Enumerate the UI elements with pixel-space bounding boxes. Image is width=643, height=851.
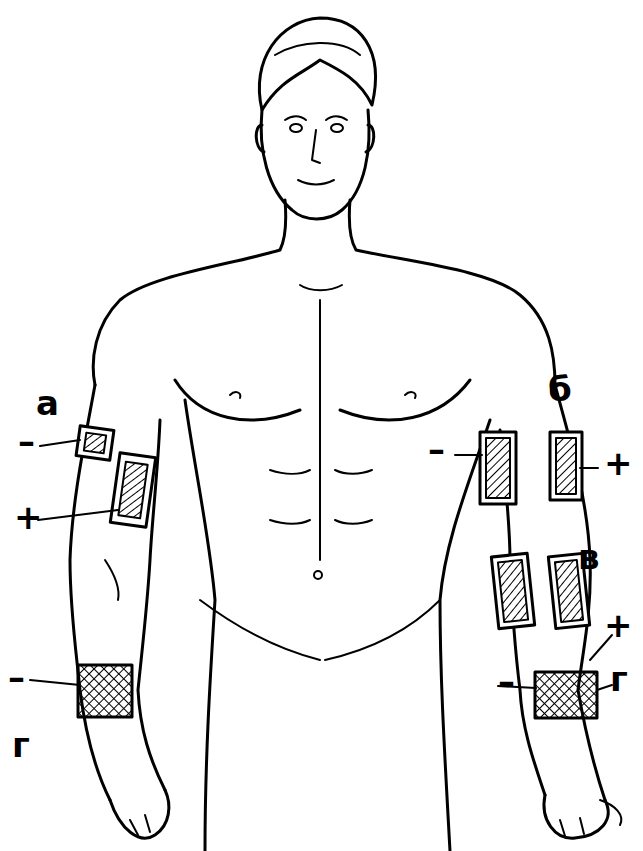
wrist-band	[535, 672, 597, 718]
electrode-pad	[550, 432, 582, 500]
electrode-pad	[480, 432, 516, 504]
polarity-label: в	[578, 540, 600, 574]
left-arm	[70, 385, 169, 838]
polarity-label: а	[36, 386, 59, 420]
electrode-pad	[76, 426, 114, 460]
wrist-band	[78, 665, 132, 717]
electrode-pad	[84, 433, 106, 454]
torso	[93, 200, 555, 851]
electrode-pad	[498, 560, 528, 622]
electrode-pad	[118, 462, 147, 519]
polarity-label: –	[8, 660, 25, 694]
head	[256, 18, 375, 219]
polarity-label: г	[12, 728, 30, 762]
polarity-label: г	[610, 662, 628, 696]
polarity-label: б	[548, 372, 572, 406]
polarity-label: +	[14, 500, 43, 534]
electrode-pad	[110, 453, 155, 527]
leader-lines	[30, 440, 612, 690]
electrode-pad	[491, 553, 534, 628]
polarity-label: +	[604, 446, 633, 480]
polarity-label: +	[604, 608, 633, 642]
electrode-pad	[486, 438, 510, 498]
polarity-label: –	[18, 424, 35, 458]
polarity-label: –	[498, 664, 515, 698]
electrode-pads	[76, 426, 597, 718]
polarity-label: –	[428, 432, 445, 466]
electrode-pad	[556, 438, 576, 494]
